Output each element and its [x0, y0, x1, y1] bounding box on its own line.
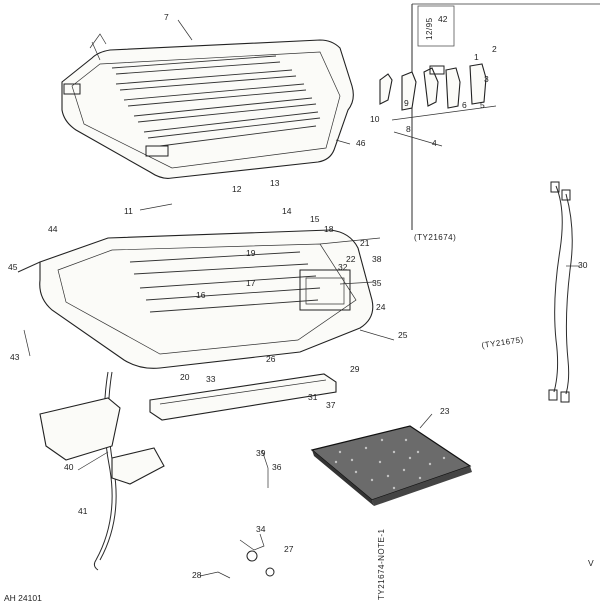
callout-8: 8: [406, 124, 411, 134]
hardware: [199, 449, 275, 579]
callout-24: 24: [376, 302, 386, 312]
callout-31: 31: [308, 392, 318, 402]
revision-stamp: 12/95: [425, 17, 434, 40]
callout-3: 3: [484, 74, 489, 84]
callout-41: 41: [78, 506, 88, 516]
reference-code: AH 24101: [4, 593, 42, 603]
callout-15: 15: [310, 214, 320, 224]
callout-30: 30: [578, 260, 588, 270]
callout-38: 38: [372, 254, 382, 264]
side-label-bottom: TY21674-NOTE-1: [377, 528, 386, 600]
callout-21: 21: [360, 238, 370, 248]
lower-bracket: [149, 373, 337, 421]
callout-9: 9: [404, 98, 409, 108]
revision-box: [417, 5, 455, 47]
callout-2: 2: [492, 44, 497, 54]
callout-13: 13: [270, 178, 280, 188]
callout-16: 16: [196, 290, 206, 300]
leader-lines: [23, 19, 580, 471]
callout-37: 37: [326, 400, 336, 410]
callout-18: 18: [324, 224, 334, 234]
callout-14: 14: [282, 206, 292, 216]
callout-33: 33: [206, 374, 216, 384]
callout-25: 25: [398, 330, 408, 340]
callout-32: 32: [338, 262, 348, 272]
callout-6: 6: [462, 100, 467, 110]
callouts: 1 2 3 4 5 6 7 8 9 10 11 12 13 14 15 16 1…: [8, 12, 588, 580]
callout-20: 20: [180, 372, 190, 382]
tray-cutout: [299, 269, 351, 311]
wire-harness: [548, 181, 573, 403]
margin-note: V: [588, 558, 594, 568]
callout-17: 17: [246, 278, 256, 288]
roof-panel: [61, 33, 354, 179]
callout-29: 29: [350, 364, 360, 374]
cable-lever: [39, 371, 165, 571]
callout-46: 46: [356, 138, 366, 148]
callout-42: 42: [438, 14, 448, 24]
callout-40: 40: [64, 462, 74, 472]
callout-10: 10: [370, 114, 380, 124]
callout-11: 11: [124, 206, 133, 216]
callout-26: 26: [266, 354, 276, 364]
callout-39: 39: [256, 448, 266, 458]
frame: [411, 3, 600, 230]
callout-12: 12: [232, 184, 242, 194]
callout-19: 19: [246, 248, 256, 258]
callout-36: 36: [272, 462, 282, 472]
callout-22: 22: [346, 254, 356, 264]
roof-latch: [63, 83, 81, 95]
side-label-middle: (TY21675): [481, 335, 524, 350]
callout-23: 23: [440, 406, 450, 416]
callout-5: 5: [480, 100, 485, 110]
seat-cushion: [310, 425, 472, 506]
callout-34: 34: [256, 524, 266, 534]
callout-28: 28: [192, 570, 202, 580]
callout-7: 7: [164, 12, 169, 22]
side-label-upper: (TY21674): [414, 233, 456, 242]
callout-43: 43: [10, 352, 20, 362]
callout-35: 35: [372, 278, 382, 288]
roof-plate: [145, 145, 169, 157]
callout-27: 27: [284, 544, 294, 554]
callout-4: 4: [432, 138, 437, 148]
callout-1: 1: [474, 52, 479, 62]
seat-pan: [17, 229, 374, 369]
roof-slots: [111, 55, 321, 147]
callout-44: 44: [48, 224, 58, 234]
callout-45: 45: [8, 262, 18, 272]
hinge-parts: [379, 63, 497, 147]
